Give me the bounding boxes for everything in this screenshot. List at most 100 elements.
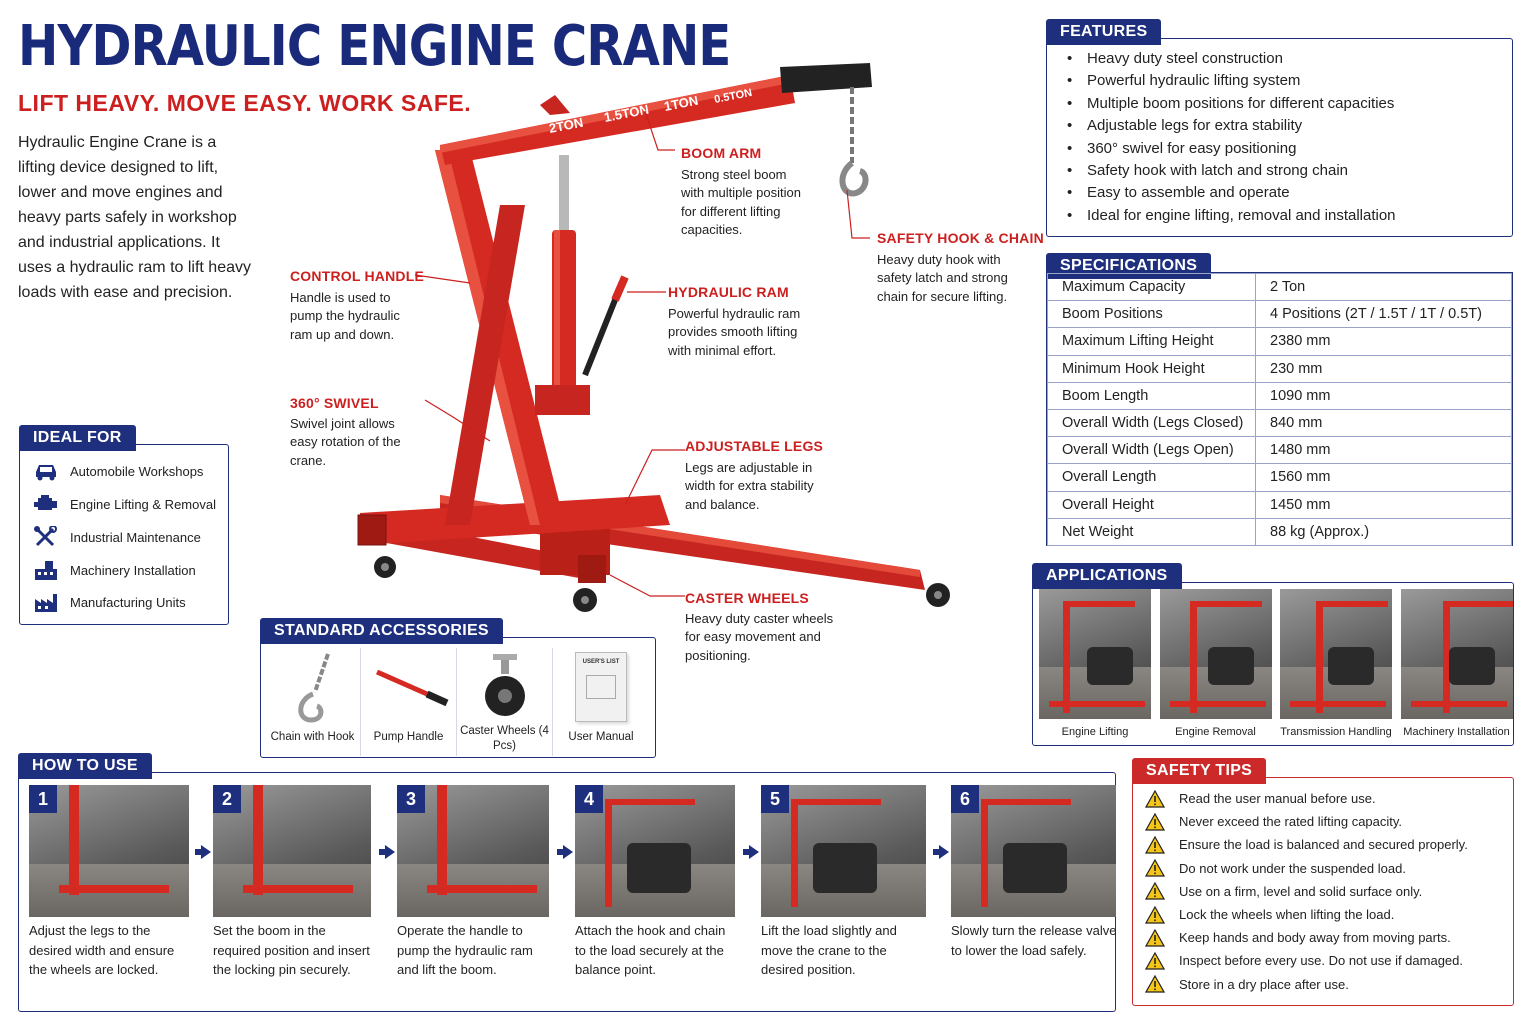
warning-icon	[1145, 835, 1165, 854]
application-photo	[1159, 589, 1272, 719]
step-arrow-icon	[743, 845, 759, 859]
label-hydraulic-ram-desc: Powerful hydraulic ram provides smooth l…	[668, 306, 801, 358]
step-arrow-icon	[379, 845, 395, 859]
application-photo	[1039, 589, 1151, 719]
step-arrow-icon	[933, 845, 949, 859]
application-caption: Engine Removal	[1175, 726, 1256, 738]
spec-value: 1560 mm	[1255, 463, 1512, 492]
caster-wheel-icon	[485, 654, 525, 716]
safety-tip: Store in a dry place after use.	[1145, 973, 1349, 996]
ideal-for-panel: IDEAL FOR Automobile Workshops Engine Li…	[19, 425, 229, 625]
step-photo: 1	[29, 785, 189, 917]
label-adjustable-legs-desc: Legs are adjustable in width for extra s…	[685, 460, 814, 512]
spec-value: 1480 mm	[1255, 436, 1512, 465]
factory-icon	[32, 591, 60, 613]
label-adjustable-legs-title: ADJUSTABLE LEGS	[685, 438, 824, 454]
label-safety-hook-title: SAFETY HOOK & CHAIN	[877, 230, 1044, 246]
step-text: Slowly turn the release valve to lower t…	[951, 923, 1117, 958]
spec-value: 2380 mm	[1255, 327, 1512, 356]
tools-icon	[32, 526, 60, 548]
feature-item: 360° swivel for easy positioning	[1067, 140, 1296, 157]
car-icon	[32, 460, 60, 482]
warning-icon	[1145, 951, 1165, 970]
safety-tip: Never exceed the rated lifting capacity.	[1145, 810, 1402, 833]
spec-label: Overall Height	[1047, 490, 1256, 519]
ideal-item-manufacturing: Manufacturing Units	[32, 588, 186, 616]
step-text: Lift the load slightly and move the cran…	[761, 923, 897, 977]
safety-tip: Use on a firm, level and solid surface o…	[1145, 880, 1422, 903]
how-to-use-title: HOW TO USE	[18, 753, 152, 779]
ideal-item-automobile: Automobile Workshops	[32, 457, 203, 485]
step-number: 5	[761, 785, 789, 813]
spec-value: 4 Positions (2T / 1.5T / 1T / 0.5T)	[1255, 300, 1512, 329]
accessory-caster-wheels: Caster Wheels (4 Pcs)	[457, 648, 553, 756]
accessory-caption: User Manual	[568, 731, 634, 743]
application-caption: Machinery Installation	[1403, 726, 1510, 738]
step-text: Attach the hook and chain to the load se…	[575, 923, 726, 977]
feature-item: Powerful hydraulic lifting system	[1067, 72, 1300, 89]
boom-mark-2ton: 2TON	[548, 115, 585, 136]
intro-text: Hydraulic Engine Crane is a lifting devi…	[18, 134, 251, 301]
safety-tip: Lock the wheels when lifting the load.	[1145, 903, 1394, 926]
step-number: 4	[575, 785, 603, 813]
chain-hook-icon	[298, 653, 330, 723]
spec-value: 2 Ton	[1255, 272, 1512, 302]
accessory-chain-hook: Chain with Hook	[265, 648, 361, 756]
ideal-item-label: Manufacturing Units	[70, 594, 186, 610]
spec-label: Overall Width (Legs Closed)	[1047, 408, 1256, 438]
ideal-item-industrial: Industrial Maintenance	[32, 523, 201, 551]
safety-tip: Do not work under the suspended load.	[1145, 857, 1406, 880]
step-photo: 5	[761, 785, 926, 917]
application-photo	[1400, 589, 1513, 719]
safety-tip: Read the user manual before use.	[1145, 787, 1376, 810]
machinery-icon	[32, 559, 60, 581]
step-photo: 4	[575, 785, 735, 917]
safety-tip-text: Lock the wheels when lifting the load.	[1179, 907, 1395, 922]
safety-tip-text: Do not work under the suspended load.	[1179, 860, 1406, 876]
warning-icon	[1145, 928, 1165, 947]
crane-illustration: 2TON 1.5TON 1TON 0.5TON	[357, 63, 950, 612]
step-arrow-icon	[195, 845, 211, 859]
manual-cover-text: USER'S LIST	[582, 659, 620, 665]
engine-icon	[32, 493, 60, 515]
accessory-caption: Chain with Hook	[270, 731, 355, 743]
ideal-item-label: Engine Lifting & Removal	[70, 496, 216, 512]
spec-value: 1450 mm	[1255, 490, 1512, 519]
application-caption: Transmission Handling	[1280, 726, 1392, 738]
boom-mark-1ton: 1TON	[663, 93, 700, 114]
step-text: Set the boom in the required position an…	[213, 923, 370, 977]
label-caster-wheels-title: CASTER WHEELS	[685, 590, 809, 606]
safety-tip: Ensure the load is balanced and secured …	[1145, 833, 1468, 856]
warning-icon	[1145, 812, 1165, 831]
feature-item: Multiple boom positions for different ca…	[1067, 95, 1394, 112]
label-control-handle-title: CONTROL HANDLE	[290, 268, 424, 284]
step-number: 1	[29, 785, 57, 813]
spec-label: Overall Length	[1047, 463, 1256, 492]
step-number: 3	[397, 785, 425, 813]
feature-item: Heavy duty steel construction	[1067, 50, 1283, 67]
ideal-for-title: IDEAL FOR	[19, 425, 136, 451]
applications-title: APPLICATIONS	[1032, 563, 1182, 589]
page-title: HYDRAULIC ENGINE CRANE	[18, 14, 731, 79]
accessory-user-manual: USER'S LIST User Manual	[553, 648, 649, 756]
spec-label: Net Weight	[1047, 517, 1256, 546]
label-caster-wheels-desc: Heavy duty caster wheels for easy moveme…	[685, 611, 834, 663]
safety-tip-text: Use on a firm, level and solid surface o…	[1179, 883, 1423, 899]
spec-value: 1090 mm	[1255, 381, 1512, 410]
warning-icon	[1145, 975, 1165, 993]
spec-value: 840 mm	[1255, 408, 1512, 438]
label-swivel-title: 360° SWIVEL	[290, 395, 379, 411]
warning-icon	[1145, 905, 1165, 924]
safety-tips-panel: SAFETY TIPS Read the user manual before …	[1132, 758, 1514, 1006]
safety-tip: Keep hands and body away from moving par…	[1145, 926, 1451, 949]
label-safety-hook-desc: Heavy duty hook with safety latch and st…	[877, 252, 1008, 304]
safety-tip-text: Ensure the load is balanced and secured …	[1179, 837, 1468, 853]
spec-label: Maximum Lifting Height	[1047, 327, 1256, 356]
spec-label: Maximum Capacity	[1047, 272, 1256, 302]
label-swivel-desc: Swivel joint allows easy rotation of the…	[290, 416, 401, 468]
safety-tip-text: Inspect before every use. Do not use if …	[1179, 953, 1464, 969]
